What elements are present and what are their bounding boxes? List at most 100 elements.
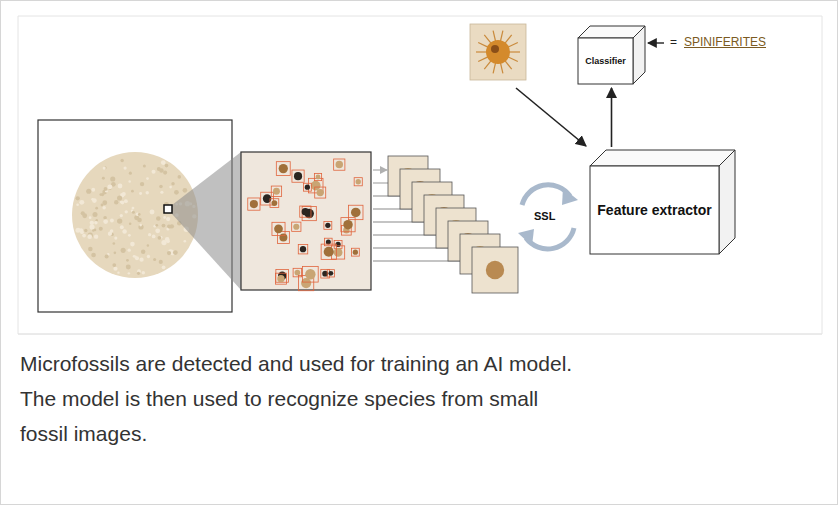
texture-dot: [163, 171, 167, 175]
specimen-blob: [324, 247, 334, 257]
detection-box: [315, 187, 326, 198]
texture-dot: [75, 228, 80, 233]
result-arrow: [648, 42, 664, 43]
texture-dot: [184, 240, 187, 243]
texture-dot: [159, 168, 163, 172]
texture-dot: [87, 234, 92, 239]
texture-dot: [92, 229, 94, 231]
detection-box: [292, 222, 301, 231]
texture-dot: [127, 248, 130, 251]
cube-side: [633, 26, 645, 84]
texture-dot: [124, 199, 128, 203]
specimen-blob: [279, 234, 287, 242]
texture-dot: [128, 272, 130, 274]
texture-dot: [118, 184, 123, 189]
detection-box: [300, 206, 311, 217]
texture-dot: [147, 255, 150, 258]
texture-dot: [159, 185, 163, 189]
texture-dot: [89, 216, 92, 219]
texture-dot: [139, 192, 142, 195]
detection-box: [334, 159, 345, 170]
figure-caption: Microfossils are detected and used for t…: [20, 346, 585, 451]
texture-dot: [103, 167, 106, 170]
texture-dot: [135, 256, 139, 260]
texture-dot: [91, 188, 95, 192]
cube-front: [590, 166, 719, 254]
texture-dot: [183, 188, 188, 193]
texture-dot: [84, 229, 87, 232]
texture-dot: [162, 265, 166, 269]
texture-dot: [148, 233, 151, 236]
texture-dot: [113, 242, 116, 245]
texture-dot: [120, 159, 123, 162]
specimen-blob: [305, 185, 310, 190]
specimen-blob: [328, 271, 333, 276]
texture-dot: [95, 207, 98, 210]
texture-dot: [137, 218, 142, 223]
texture-dot: [140, 182, 144, 186]
node-label: Feature extractor: [590, 202, 719, 219]
node-label: Classifier: [578, 56, 633, 67]
texture-dot: [132, 211, 135, 214]
cube-top: [590, 150, 735, 166]
texture-dot: [114, 200, 118, 204]
ssl-label: SSL: [534, 210, 555, 222]
figure-border: [18, 16, 822, 17]
detection-box: [303, 183, 311, 191]
specimen-blob: [351, 208, 361, 218]
texture-dot: [90, 221, 94, 225]
specimen-blob: [273, 188, 280, 195]
texture-dot: [110, 176, 115, 181]
texture-dot: [76, 203, 79, 206]
cycle-arrow-head: [562, 188, 578, 205]
cube-front: [578, 38, 633, 84]
separator-line: [18, 334, 822, 335]
texture-dot: [146, 177, 149, 180]
input-arrow: [516, 88, 586, 146]
texture-dot: [122, 229, 126, 233]
texture-dot: [93, 212, 98, 217]
detection-box: [302, 206, 316, 220]
texture-dot: [112, 263, 116, 267]
texture-dot: [102, 177, 105, 180]
detection-box: [324, 221, 332, 229]
texture-dot: [86, 189, 91, 194]
specimen-blob: [293, 224, 299, 230]
specimen-blob: [271, 200, 277, 206]
result-label: SPINIFERITES: [684, 35, 766, 49]
texture-dot: [104, 187, 108, 191]
texture-dot: [89, 225, 94, 230]
texture-dot: [80, 230, 84, 234]
texture-dot: [94, 234, 98, 238]
texture-dot: [91, 253, 96, 258]
texture-dot: [173, 250, 178, 255]
texture-dot: [82, 234, 86, 238]
texture-dot: [138, 224, 143, 229]
specimen-blob: [274, 224, 283, 233]
texture-dot: [130, 242, 135, 247]
specimen-blob: [294, 172, 302, 180]
patch: [472, 247, 518, 293]
texture-dot: [134, 255, 137, 258]
fossil-core: [491, 45, 499, 53]
texture-dot: [103, 219, 108, 224]
texture-dot: [162, 224, 166, 228]
texture-dot: [131, 190, 134, 193]
texture-dot: [92, 198, 97, 203]
texture-dot: [126, 259, 129, 262]
texture-dot: [146, 191, 149, 194]
texture-dot: [114, 252, 117, 255]
specimen-blob: [277, 275, 284, 282]
texture-dot: [102, 200, 107, 205]
specimen-blob: [305, 269, 315, 279]
texture-dot: [126, 265, 131, 270]
texture-dot: [169, 186, 172, 189]
texture-dot: [113, 267, 117, 271]
texture-dot: [117, 218, 122, 223]
query-image: [470, 24, 526, 80]
specimen-blob: [343, 220, 352, 229]
texture-dot: [153, 258, 156, 261]
texture-dot: [165, 237, 170, 242]
texture-dot: [107, 184, 112, 189]
